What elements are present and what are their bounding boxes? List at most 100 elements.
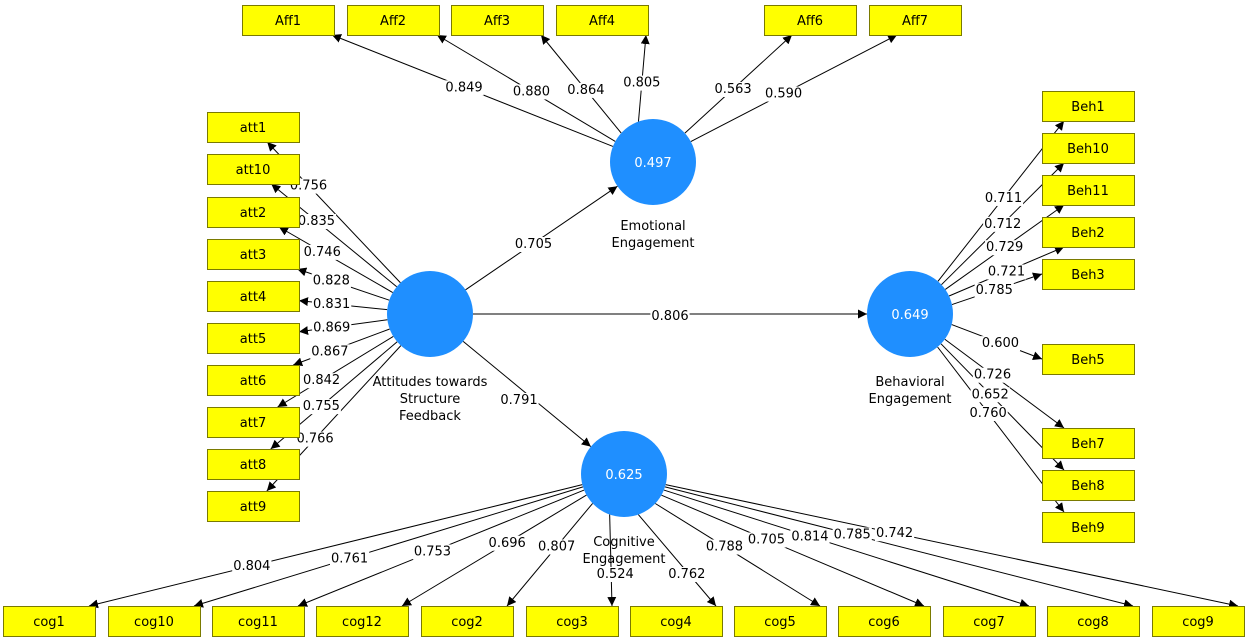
indicator-cog3[interactable]: cog3 xyxy=(526,606,619,637)
loading-label-cog11-bg xyxy=(412,544,453,560)
indicator-box xyxy=(207,491,300,522)
latent-label-line: Emotional xyxy=(620,219,685,234)
loading-label-Aff6-bg xyxy=(713,81,753,97)
loading-edge-cog5 xyxy=(655,503,821,607)
indicator-box xyxy=(207,112,300,143)
indicator-Beh1[interactable]: Beh1 xyxy=(1042,91,1135,122)
indicator-box xyxy=(1042,91,1135,122)
indicator-box xyxy=(838,606,931,637)
indicator-Aff2[interactable]: Aff2 xyxy=(347,5,440,36)
latent-circle xyxy=(581,431,667,517)
indicator-att4[interactable]: att4 xyxy=(207,281,300,312)
indicator-box xyxy=(1152,606,1245,637)
indicator-box xyxy=(1047,606,1140,637)
loading-label-Aff4: 0.805 xyxy=(623,76,660,91)
latent-label-line: Structure xyxy=(400,392,460,407)
indicator-att5[interactable]: att5 xyxy=(207,323,300,354)
loading-label-Beh3: 0.785 xyxy=(976,283,1013,298)
loading-label-Beh7-bg xyxy=(972,367,1013,383)
loading-label-att5: 0.869 xyxy=(313,320,350,335)
loading-label-cog9-bg xyxy=(874,526,915,542)
indicator-Aff6[interactable]: Aff6 xyxy=(764,5,857,36)
indicator-Beh8[interactable]: Beh8 xyxy=(1042,470,1135,501)
loading-label-Beh5: 0.600 xyxy=(982,336,1019,351)
loading-label-cog4: 0.762 xyxy=(668,567,705,582)
indicator-cog2[interactable]: cog2 xyxy=(421,606,514,637)
indicator-Aff3[interactable]: Aff3 xyxy=(451,5,544,36)
loading-label-Beh7: 0.726 xyxy=(974,368,1011,383)
indicator-label: cog4 xyxy=(660,615,692,630)
indicator-cog7[interactable]: cog7 xyxy=(943,606,1036,637)
loading-label-att6-bg xyxy=(310,344,350,360)
indicator-cog4[interactable]: cog4 xyxy=(630,606,723,637)
loading-label-att2-bg xyxy=(302,244,342,260)
loading-label-cog12: 0.696 xyxy=(489,536,526,551)
indicator-cog9[interactable]: cog9 xyxy=(1152,606,1245,637)
loading-label-cog5: 0.788 xyxy=(706,540,743,555)
indicator-att9[interactable]: att9 xyxy=(207,491,300,522)
indicator-cog6[interactable]: cog6 xyxy=(838,606,931,637)
indicator-label: Aff1 xyxy=(275,14,301,29)
loading-label-Beh8: 0.652 xyxy=(972,387,1009,402)
indicator-label: att4 xyxy=(240,290,266,305)
indicator-label: Beh3 xyxy=(1071,268,1104,283)
indicator-Beh2[interactable]: Beh2 xyxy=(1042,217,1135,248)
indicator-Beh7[interactable]: Beh7 xyxy=(1042,428,1135,459)
indicator-label: att5 xyxy=(240,332,266,347)
indicator-Beh10[interactable]: Beh10 xyxy=(1042,133,1135,164)
indicator-cog1[interactable]: cog1 xyxy=(3,606,96,637)
indicator-att7[interactable]: att7 xyxy=(207,407,300,438)
loading-label-Beh2-bg xyxy=(986,264,1027,280)
indicator-label: cog8 xyxy=(1077,615,1109,630)
loading-edge-cog2 xyxy=(506,503,593,607)
loading-label-cog8: 0.785 xyxy=(834,528,871,543)
indicator-label: cog12 xyxy=(342,615,382,630)
indicator-box xyxy=(207,197,300,228)
path-coef-ATT-COG-bg xyxy=(499,393,539,408)
loading-label-Aff3-bg xyxy=(566,82,606,98)
latent-label-line: Cognitive xyxy=(593,535,655,550)
latent-COG[interactable]: 0.625 xyxy=(581,431,667,517)
r-squared-value: 0.649 xyxy=(891,308,928,323)
latent-BEH[interactable]: 0.649 xyxy=(867,271,953,357)
indicator-att8[interactable]: att8 xyxy=(207,449,300,480)
indicator-label: Beh5 xyxy=(1071,353,1104,368)
indicator-att2[interactable]: att2 xyxy=(207,197,300,228)
indicator-label: Aff2 xyxy=(380,14,406,29)
indicator-Beh11[interactable]: Beh11 xyxy=(1042,175,1135,206)
loading-label-att9: 0.766 xyxy=(296,432,333,447)
indicator-Beh5[interactable]: Beh5 xyxy=(1042,344,1135,375)
indicator-Aff4[interactable]: Aff4 xyxy=(556,5,649,36)
latent-label-line: Engagement xyxy=(869,392,952,407)
indicator-att6[interactable]: att6 xyxy=(207,365,300,396)
loading-label-att7: 0.842 xyxy=(303,373,340,388)
indicator-Beh3[interactable]: Beh3 xyxy=(1042,259,1135,290)
indicator-box xyxy=(421,606,514,637)
latent-label-line: Feedback xyxy=(399,409,461,424)
path-coef-ATT-BEH-bg xyxy=(650,309,690,324)
latent-ATT[interactable] xyxy=(387,271,473,357)
indicator-Beh9[interactable]: Beh9 xyxy=(1042,512,1135,543)
loading-label-cog2: 0.807 xyxy=(538,539,575,554)
indicator-label: Beh1 xyxy=(1071,100,1104,115)
indicator-box xyxy=(630,606,723,637)
loading-edge-cog7 xyxy=(663,489,1030,608)
indicator-att3[interactable]: att3 xyxy=(207,239,300,270)
indicator-Aff1[interactable]: Aff1 xyxy=(242,5,335,36)
indicator-label: cog11 xyxy=(238,615,278,630)
indicator-box xyxy=(1042,344,1135,375)
loading-label-Beh8-bg xyxy=(970,387,1010,403)
indicator-cog5[interactable]: cog5 xyxy=(734,606,827,637)
indicator-Aff7[interactable]: Aff7 xyxy=(869,5,962,36)
indicator-cog8[interactable]: cog8 xyxy=(1047,606,1140,637)
indicator-cog11[interactable]: cog11 xyxy=(212,606,305,637)
indicator-cog12[interactable]: cog12 xyxy=(316,606,409,637)
latent-circle xyxy=(387,271,473,357)
indicator-cog10[interactable]: cog10 xyxy=(108,606,201,637)
latent-EMO[interactable]: 0.497 xyxy=(610,119,696,205)
indicator-box xyxy=(207,239,300,270)
indicator-att1[interactable]: att1 xyxy=(207,112,300,143)
indicator-att10[interactable]: att10 xyxy=(207,154,300,185)
loading-edge-Beh7 xyxy=(944,338,1065,429)
